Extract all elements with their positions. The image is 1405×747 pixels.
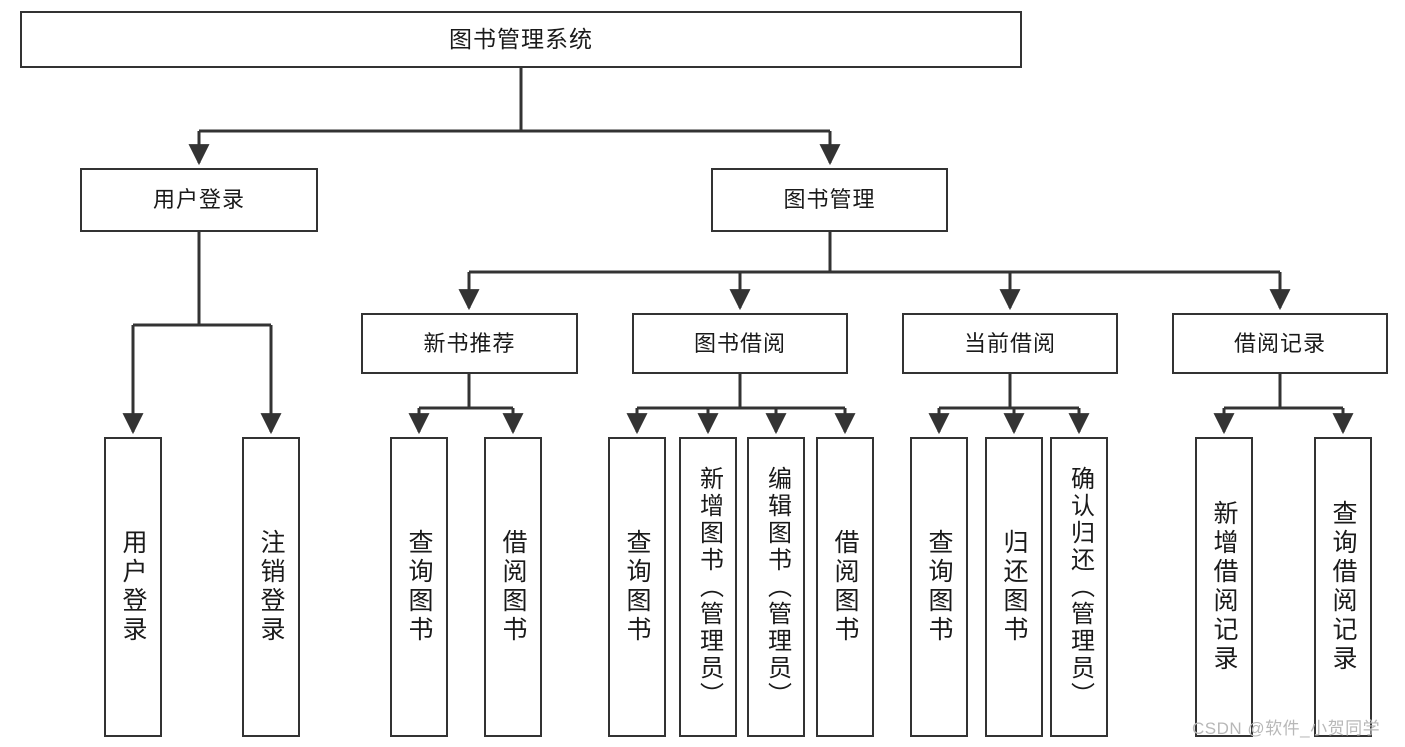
node-root-label: 图书管理系统	[449, 26, 593, 53]
node-borrow-record-label: 借阅记录	[1233, 330, 1326, 356]
leaf-edit-book-admin[interactable]: 编辑图书（管理员）	[747, 437, 805, 737]
leaf-logout[interactable]: 注销登录	[242, 437, 300, 737]
leaf-logout-label: 注销登录	[257, 529, 285, 645]
leaf-confirm-return-admin-label: 确认归还（管理员）	[1066, 465, 1094, 709]
leaf-user-login-label: 用户登录	[119, 529, 147, 645]
leaf-user-login[interactable]: 用户登录	[104, 437, 162, 737]
node-book-manage-label: 图书管理	[783, 187, 876, 213]
node-current-borrow-label: 当前借阅	[963, 330, 1056, 356]
leaf-add-book-admin-label: 新增图书（管理员）	[695, 465, 723, 709]
leaf-return-book-label: 归还图书	[1000, 529, 1028, 645]
leaf-query-book-rec-label: 查询图书	[405, 529, 433, 645]
node-book-borrow[interactable]: 图书借阅	[632, 313, 848, 374]
leaf-query-book-borrow[interactable]: 查询图书	[608, 437, 666, 737]
node-book-manage[interactable]: 图书管理	[711, 168, 948, 232]
leaf-borrow-book[interactable]: 借阅图书	[816, 437, 874, 737]
leaf-borrow-book-rec-label: 借阅图书	[499, 529, 527, 645]
leaf-query-book-rec[interactable]: 查询图书	[390, 437, 448, 737]
leaf-query-book-current-label: 查询图书	[925, 529, 953, 645]
node-user-login[interactable]: 用户登录	[80, 168, 318, 232]
leaf-borrow-book-label: 借阅图书	[831, 529, 859, 645]
node-book-borrow-label: 图书借阅	[693, 330, 786, 356]
leaf-query-borrow-record-label: 查询借阅记录	[1329, 500, 1357, 674]
node-new-book-recommend[interactable]: 新书推荐	[361, 313, 578, 374]
node-root[interactable]: 图书管理系统	[20, 11, 1022, 68]
node-new-book-recommend-label: 新书推荐	[423, 330, 516, 356]
leaf-add-borrow-record[interactable]: 新增借阅记录	[1195, 437, 1253, 737]
leaf-add-book-admin[interactable]: 新增图书（管理员）	[679, 437, 737, 737]
leaf-query-book-current[interactable]: 查询图书	[910, 437, 968, 737]
leaf-edit-book-admin-label: 编辑图书（管理员）	[763, 465, 791, 709]
leaf-return-book[interactable]: 归还图书	[985, 437, 1043, 737]
leaf-query-borrow-record[interactable]: 查询借阅记录	[1314, 437, 1372, 737]
leaf-add-borrow-record-label: 新增借阅记录	[1210, 500, 1238, 674]
node-borrow-record[interactable]: 借阅记录	[1172, 313, 1388, 374]
node-user-login-label: 用户登录	[152, 187, 245, 213]
leaf-borrow-book-rec[interactable]: 借阅图书	[484, 437, 542, 737]
leaf-confirm-return-admin[interactable]: 确认归还（管理员）	[1050, 437, 1108, 737]
node-current-borrow[interactable]: 当前借阅	[902, 313, 1118, 374]
watermark: CSDN @软件_小贺同学	[1192, 719, 1381, 738]
leaf-query-book-borrow-label: 查询图书	[623, 529, 651, 645]
